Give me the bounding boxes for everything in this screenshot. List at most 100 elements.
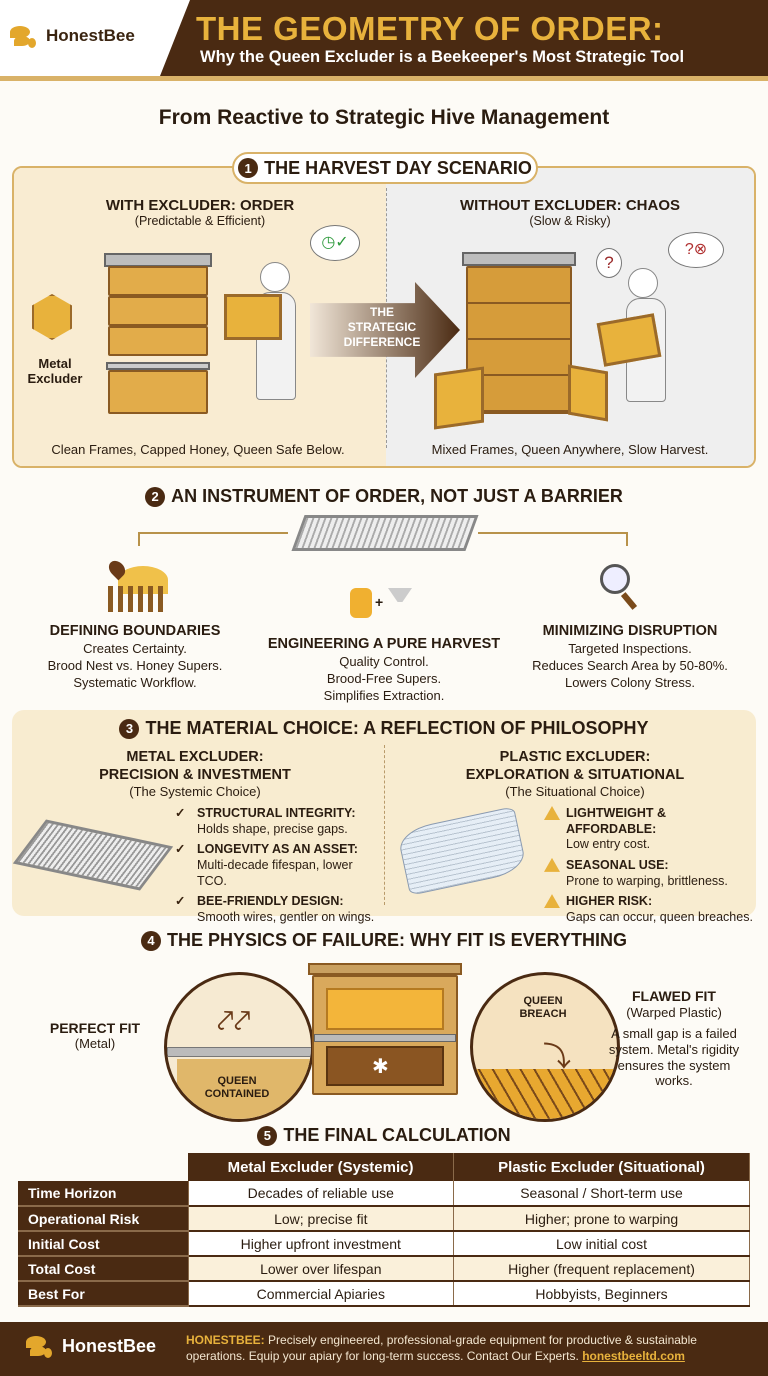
website-link[interactable]: honestbeeltd.com bbox=[582, 1349, 685, 1364]
subheading-text: (Slow & Risky) bbox=[529, 214, 611, 228]
footer-logo: HonestBee bbox=[26, 1334, 156, 1358]
heading-text: WITH EXCLUDER: ORDER bbox=[105, 197, 295, 214]
item-title: LONGEVITY AS AN ASSET: bbox=[197, 842, 358, 857]
section-title: THE FINAL CALCULATION bbox=[283, 1125, 511, 1145]
column-heading: DEFINING BOUNDARIES bbox=[49, 623, 221, 639]
footer bbox=[0, 1322, 768, 1376]
metal-cell: Higher upfront investment bbox=[188, 1231, 455, 1257]
item-title: HIGHER RISK: bbox=[566, 894, 653, 909]
footer-text: HONESTBEE: Precisely engineered, profess… bbox=[186, 1332, 746, 1364]
queen-bee-icon: ✱ bbox=[372, 1056, 389, 1078]
queen-breach-callout: QUEEN BREACH bbox=[519, 995, 567, 1021]
section-number: 1 bbox=[238, 158, 259, 178]
subheading-text: (The Systemic Choice) bbox=[129, 784, 261, 800]
subheading-text: (The Situational Choice) bbox=[505, 784, 645, 800]
check-icon: ✓ bbox=[175, 842, 186, 857]
section-5-heading: 5 THE FINAL CALCULATION bbox=[0, 1125, 768, 1146]
check-icon: ✓ bbox=[175, 806, 186, 820]
heading-text: METAL EXCLUDER: bbox=[126, 749, 264, 765]
subheading-text: (Metal) bbox=[74, 1036, 116, 1051]
arrow-label: THE STRATEGIC DIFFERENCE bbox=[343, 305, 421, 349]
empty-header-cell bbox=[18, 1153, 188, 1181]
item-title: STRUCTURAL INTEGRITY: bbox=[197, 806, 356, 820]
metal-excluder-label: Metal Excluder bbox=[27, 356, 83, 386]
item-title: LIGHTWEIGHT & AFFORDABLE: bbox=[566, 806, 666, 836]
column-header: Metal Excluder (Systemic) bbox=[188, 1153, 455, 1181]
with-excluder-caption: Clean Frames, Capped Honey, Queen Safe B… bbox=[51, 442, 345, 457]
brand-logo: HonestBee bbox=[10, 24, 135, 48]
column-line: Brood-Free Supers. bbox=[326, 670, 442, 686]
plastic-cell: Low initial cost bbox=[453, 1231, 750, 1257]
footer-lead: HONESTBEE: bbox=[186, 1333, 265, 1347]
column-line: Creates Certainty. bbox=[83, 640, 187, 656]
section-title: THE MATERIAL CHOICE: A REFLECTION OF PHI… bbox=[145, 718, 649, 738]
column-line: Brood Nest vs. Honey Supers. bbox=[47, 657, 223, 673]
item-text: Low entry cost. bbox=[566, 837, 651, 852]
plastic-excluder-heading: PLASTIC EXCLUDER: EXPLORATION & SITUATIO… bbox=[430, 748, 720, 801]
row-label: Time Horizon bbox=[18, 1181, 189, 1207]
description-text: A small gap is a failed system. Metal's … bbox=[608, 1026, 740, 1089]
metal-excluder-heading: METAL EXCLUDER: PRECISION & INVESTMENT (… bbox=[60, 748, 330, 801]
column-line: Quality Control. bbox=[339, 653, 429, 669]
item-text: Holds shape, precise gaps. bbox=[197, 821, 348, 836]
section-title: THE HARVEST DAY SCENARIO bbox=[264, 157, 532, 178]
item-text: Prone to warping, brittleness. bbox=[566, 873, 728, 888]
item-text: Smooth wires, gentler on wings. bbox=[197, 909, 375, 924]
column-line: Systematic Workflow. bbox=[73, 674, 197, 690]
column-line: Targeted Inspections. bbox=[568, 640, 692, 656]
plastic-cell: Seasonal / Short-term use bbox=[453, 1181, 750, 1207]
benefit-item: ✓ STRUCTURAL INTEGRITY:Holds shape, preci… bbox=[175, 806, 380, 837]
benefit-item: ✓BEE-FRIENDLY DESIGN:Smooth wires, gentl… bbox=[175, 894, 380, 925]
plastic-cell: Higher (frequent replacement) bbox=[453, 1256, 750, 1282]
metal-cell: Lower over lifespan bbox=[188, 1256, 455, 1282]
metal-cell: Decades of reliable use bbox=[188, 1181, 455, 1207]
section-3-heading: 3 THE MATERIAL CHOICE: A REFLECTION OF P… bbox=[0, 718, 768, 739]
perfect-fit-zoom-circle: ⤤⤤ QUEEN CONTAINED bbox=[164, 972, 314, 1122]
metal-benefits-list: ✓ STRUCTURAL INTEGRITY:Holds shape, preci… bbox=[175, 806, 380, 930]
item-title: SEASONAL USE: bbox=[566, 857, 669, 872]
warning-icon bbox=[544, 894, 560, 909]
bee-logo-icon bbox=[26, 1334, 58, 1358]
heading-text: FLAWED FIT bbox=[632, 988, 716, 1004]
row-label: Initial Cost bbox=[18, 1231, 189, 1257]
section-title: THE PHYSICS OF FAILURE: WHY FIT IS EVERY… bbox=[166, 930, 628, 950]
benefit-item: ✓ LONGEVITY AS AN ASSET:Multi-decade fife… bbox=[175, 842, 380, 889]
metal-cell: Low; precise fit bbox=[188, 1206, 455, 1232]
plastic-cell: Hobbyists, Beginners bbox=[453, 1281, 750, 1307]
column-header: Plastic Excluder (Situational) bbox=[453, 1153, 750, 1181]
page-subtitle: Why the Queen Excluder is a Beekeeper's … bbox=[200, 48, 685, 66]
metal-excluder-grid-icon bbox=[291, 515, 479, 551]
section-1-heading: 1 THE HARVEST DAY SCENARIO bbox=[232, 152, 538, 184]
item-text: Multi-decade fifespan, lower TCO. bbox=[197, 857, 353, 888]
connector-left bbox=[138, 532, 288, 546]
with-excluder-heading: WITH EXCLUDER: ORDER (Predictable & Effi… bbox=[60, 197, 340, 228]
column-line: Simplifies Extraction. bbox=[323, 687, 445, 703]
without-excluder-caption: Mixed Frames, Queen Anywhere, Slow Harve… bbox=[431, 442, 709, 457]
fence-location-icon bbox=[104, 557, 170, 614]
pure-harvest-block: ENGINEERING A PURE HARVEST Quality Contr… bbox=[264, 635, 504, 705]
heading-text: PLASTIC EXCLUDER: bbox=[499, 749, 651, 765]
heading-text: WITHOUT EXCLUDER: CHAOS bbox=[460, 197, 680, 214]
magnifier-bee-icon bbox=[600, 564, 640, 614]
section-number: 4 bbox=[140, 930, 161, 951]
section-2-heading: 2 AN INSTRUMENT OF ORDER, NOT JUST A BAR… bbox=[0, 486, 768, 507]
connector-right bbox=[478, 532, 628, 546]
minimizing-disruption-block: MINIMIZING DISRUPTION Targeted Inspectio… bbox=[510, 622, 750, 692]
subheading-text: (Warped Plastic) bbox=[626, 1004, 722, 1020]
brand-name: HonestBee bbox=[62, 1335, 157, 1356]
table-header-row: Metal Excluder (Systemic) Plastic Exclud… bbox=[18, 1153, 750, 1181]
column-line: Lowers Colony Stress. bbox=[564, 674, 696, 690]
header-band bbox=[160, 0, 768, 76]
section-number: 5 bbox=[257, 1125, 278, 1146]
plastic-cell: Higher; prone to warping bbox=[453, 1206, 750, 1232]
section-title: AN INSTRUMENT OF ORDER, NOT JUST A BARRI… bbox=[171, 486, 623, 506]
row-label: Operational Risk bbox=[18, 1206, 189, 1232]
section-number: 2 bbox=[145, 486, 166, 507]
row-label: Best For bbox=[18, 1281, 189, 1307]
column-heading: ENGINEERING A PURE HARVEST bbox=[267, 636, 501, 652]
